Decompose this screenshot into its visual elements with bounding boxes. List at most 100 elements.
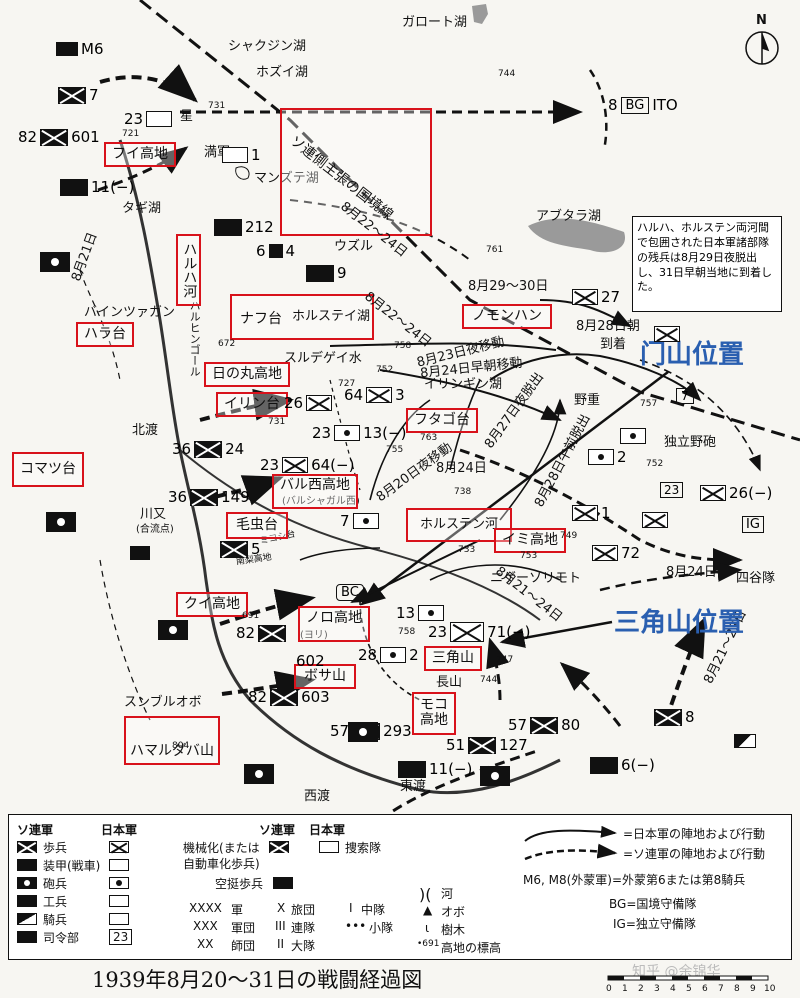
lake-hozui-label: ホズイ湖: [256, 65, 309, 80]
soviet-cavalry-icon: [56, 42, 78, 56]
japanese-infantry-icon: [366, 387, 393, 403]
japanese-artillery-icon: [334, 425, 361, 441]
scale-tick: 5: [686, 984, 692, 994]
size-name: 師団: [231, 939, 256, 953]
obo-icon: ▲: [423, 903, 433, 917]
engineer-icon: [17, 895, 37, 907]
lake-apdara: [528, 218, 626, 253]
komatsu-plateau: コマツ台: [12, 452, 84, 488]
japanese-artillery-icon: [380, 647, 407, 663]
hara-plateau: ハラ台: [76, 322, 134, 348]
soviet-infantry-icon: [468, 736, 497, 754]
elev: 721: [122, 129, 140, 139]
holstei-lake: ホルステイ湖: [292, 309, 371, 324]
soviet-infantry-icon: [40, 128, 69, 146]
lake-garodo-label: ガロート湖: [402, 15, 468, 30]
unit-6b: 6(−): [590, 756, 655, 774]
legend-row: 歩兵: [43, 841, 68, 855]
size-name: 小隊: [369, 921, 394, 935]
artillery-icon: [109, 877, 129, 889]
elev: 758: [394, 341, 412, 351]
size-name: 軍: [231, 903, 244, 917]
baru-sub-label: (バルシャガル西): [282, 496, 360, 507]
move-date-7: 8月29〜30日: [468, 279, 549, 294]
legend-head-japan: 日本軍: [101, 823, 138, 837]
soviet-armor-icon: [590, 756, 618, 774]
legend-row: 工兵: [43, 895, 68, 909]
lake-tagi-label: タギ湖: [122, 201, 162, 216]
kawamata-label: 川又: [140, 507, 167, 522]
japanese-infantry-icon: [642, 512, 668, 528]
elev: 738: [454, 487, 472, 497]
scale-tick: 10: [764, 984, 776, 994]
elev: 758: [398, 627, 416, 637]
elev: 744: [498, 69, 516, 79]
halhin-river: [118, 139, 561, 795]
nigee-label: ニゲーソリモト: [490, 571, 582, 586]
legend-recon: 捜索隊: [345, 841, 382, 855]
elev: 763: [420, 433, 438, 443]
airborne-icon: [273, 877, 293, 889]
unit-2: 2: [588, 448, 627, 466]
unit-8: 8: [654, 708, 695, 726]
yotsuya-label: 四谷隊: [736, 571, 776, 586]
artillery-flag-icon: [46, 512, 76, 532]
elev: 804: [172, 741, 190, 751]
soviet-airborne-icon: [214, 218, 242, 236]
size-name: 連隊: [291, 921, 316, 935]
elev: 731: [268, 417, 286, 427]
japanese-infantry-icon: [572, 289, 598, 305]
unit-7c: 7: [676, 388, 694, 404]
hamaru-mountain: ハマルダバ山: [124, 716, 220, 766]
elev: 755: [386, 445, 404, 455]
soviet-infantry-icon: [270, 688, 299, 706]
elev: 744: [480, 675, 498, 685]
scale-tick: 9: [750, 984, 756, 994]
sorudegei-label: スルデゲイ水: [284, 351, 362, 366]
map-title: 1939年8月20〜31日の戦闘経過図: [92, 968, 423, 992]
unit-212: 212: [214, 218, 274, 236]
elev: 749: [560, 531, 578, 541]
scale-tick: 8: [734, 984, 740, 994]
elev: 752: [376, 365, 394, 375]
scale-tick: 1: [622, 984, 628, 994]
unit-1c: [642, 512, 668, 528]
scale-tick: 2: [638, 984, 644, 994]
artillery-flag-icon: [40, 252, 70, 272]
legend-mech-2: 自動車化歩兵): [183, 857, 260, 871]
legend-line-samples: [524, 825, 618, 861]
lake-apdara-label: アブタラ湖: [536, 209, 602, 224]
artillery-flag-icon: [158, 620, 188, 640]
irin-plateau: イリン台: [216, 392, 288, 418]
scale-tick: 7: [718, 984, 724, 994]
note-extra-1: 8月28日朝: [576, 319, 640, 334]
soviet-armor-icon: [398, 760, 426, 778]
size-sym: XXXX: [189, 901, 222, 915]
engineer-icon: [109, 895, 129, 907]
kawamata-sub-label: (合流点): [136, 524, 174, 535]
size-sym: •••: [345, 919, 367, 933]
legend-row: 騎兵: [43, 913, 68, 927]
japanese-infantry-icon: [572, 505, 598, 521]
irigin-label: イリンギン湖: [424, 377, 503, 392]
fuyago-plateau: フタゴ台: [406, 408, 478, 434]
legend-line-japan: =日本軍の陣地および行動: [623, 827, 766, 841]
artillery-flag-icon: [480, 766, 510, 786]
gateshan-annotation: 门山位置: [640, 340, 745, 370]
moko-highland: モコ高地: [412, 692, 456, 735]
haruha-river: ハルハ河: [176, 234, 202, 306]
soviet-armor-icon: [60, 178, 88, 196]
scale-tick: 4: [670, 984, 676, 994]
unit-13b: 13: [396, 604, 445, 622]
japanese-infantry-icon: [282, 457, 309, 473]
unit-hq-kawamata: [130, 546, 150, 560]
choyama-label: 長山: [436, 675, 463, 690]
